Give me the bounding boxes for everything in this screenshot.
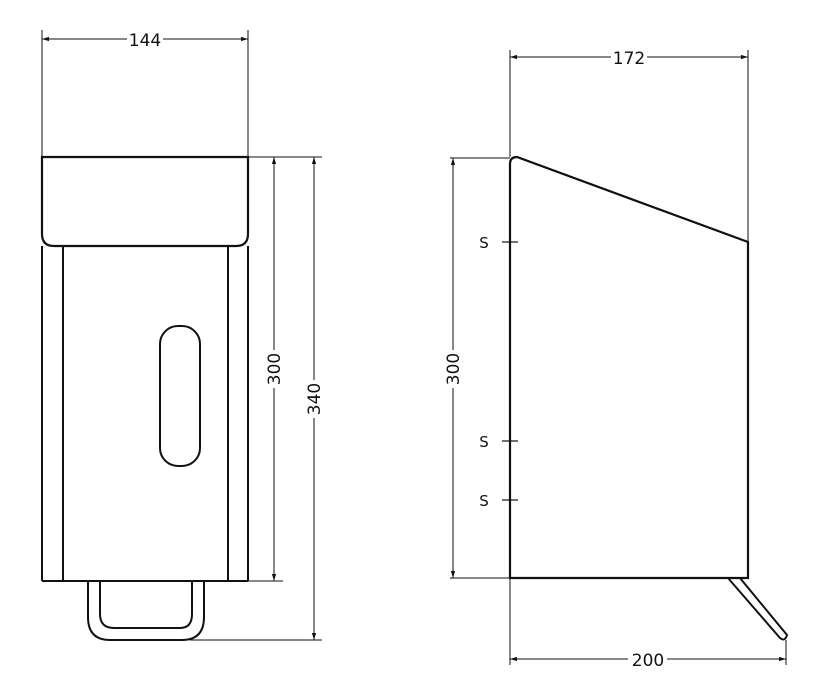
front-view [40,155,250,641]
dimension-height-total-front [190,156,322,641]
dimension-height-side [450,157,510,579]
dim-label-300-side: 300 [444,353,464,385]
dim-label-144: 144 [129,31,161,51]
dim-label-300-front: 300 [265,353,285,385]
screw-mark-1: S [479,234,489,252]
screw-mark-3: S [479,492,489,510]
level-window [159,325,201,467]
dimension-depth-total-side [509,578,787,665]
side-pump-handle [727,577,789,641]
dispenser-side-body [508,155,750,580]
dimension-depth-top-side [509,50,749,242]
dim-label-340: 340 [305,383,325,415]
side-view [502,155,789,641]
dimension-width-front [41,30,249,157]
dispenser-cap [40,155,250,248]
screw-mark-2: S [479,433,489,451]
pump-handle [87,581,205,641]
dim-label-172: 172 [613,49,645,69]
dim-label-200: 200 [632,651,664,671]
